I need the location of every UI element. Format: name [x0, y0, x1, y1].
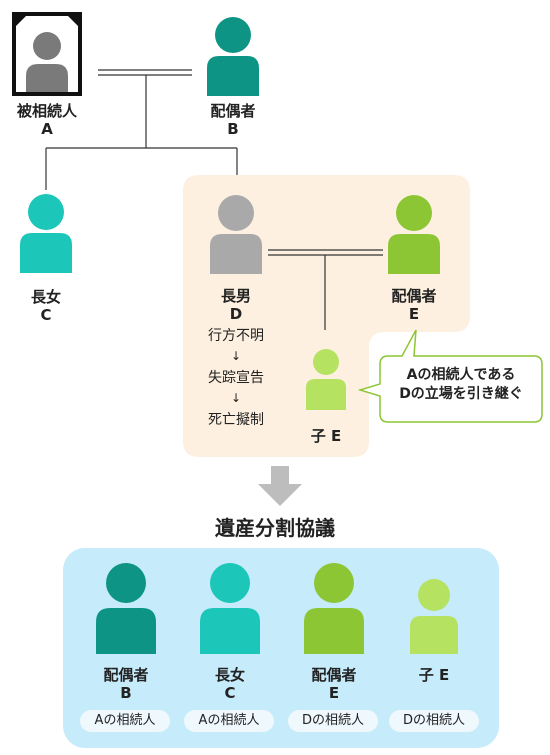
result-title: 遺産分割協議	[215, 516, 335, 540]
result-spouse-b-person-icon	[94, 562, 158, 654]
result-spouse-e-person-icon	[302, 562, 366, 654]
result-child-e-badge: Dの相続人	[389, 710, 479, 732]
callout-line-2: Dの立場を引き継ぐ	[399, 386, 523, 402]
result-child-e-person-icon	[409, 578, 459, 654]
eldest-son-d-person-icon	[208, 194, 264, 274]
child-e-label: 子 E	[310, 427, 342, 445]
result-daughter-c-person-icon	[198, 562, 262, 654]
spouse-b-person-icon	[205, 16, 261, 96]
result-daughter-c-badge: Aの相続人	[184, 710, 274, 732]
result-child-e-label: 子 E	[418, 666, 450, 684]
d-status-step-presumed-death: 死亡擬制	[208, 412, 264, 428]
down-arrow-icon	[258, 466, 302, 506]
callout-line-1: Aの相続人である	[406, 367, 516, 383]
child-e-person-icon	[305, 348, 347, 410]
deceased-a-portrait-icon	[12, 12, 82, 96]
succession-callout: Aの相続人である Dの立場を引き継ぐ	[358, 330, 546, 426]
d-status-arrow-2: ↓	[230, 391, 242, 405]
eldest-daughter-c-person-icon	[18, 193, 74, 273]
d-status-arrow-1: ↓	[230, 349, 242, 363]
result-spouse-e-badge: Dの相続人	[288, 710, 378, 732]
d-status-step-missing: 行方不明	[208, 328, 264, 344]
d-status-step-declaration: 失踪宣告	[208, 370, 264, 386]
spouse-e-person-icon	[386, 194, 442, 274]
result-spouse-b-badge: Aの相続人	[80, 710, 170, 732]
